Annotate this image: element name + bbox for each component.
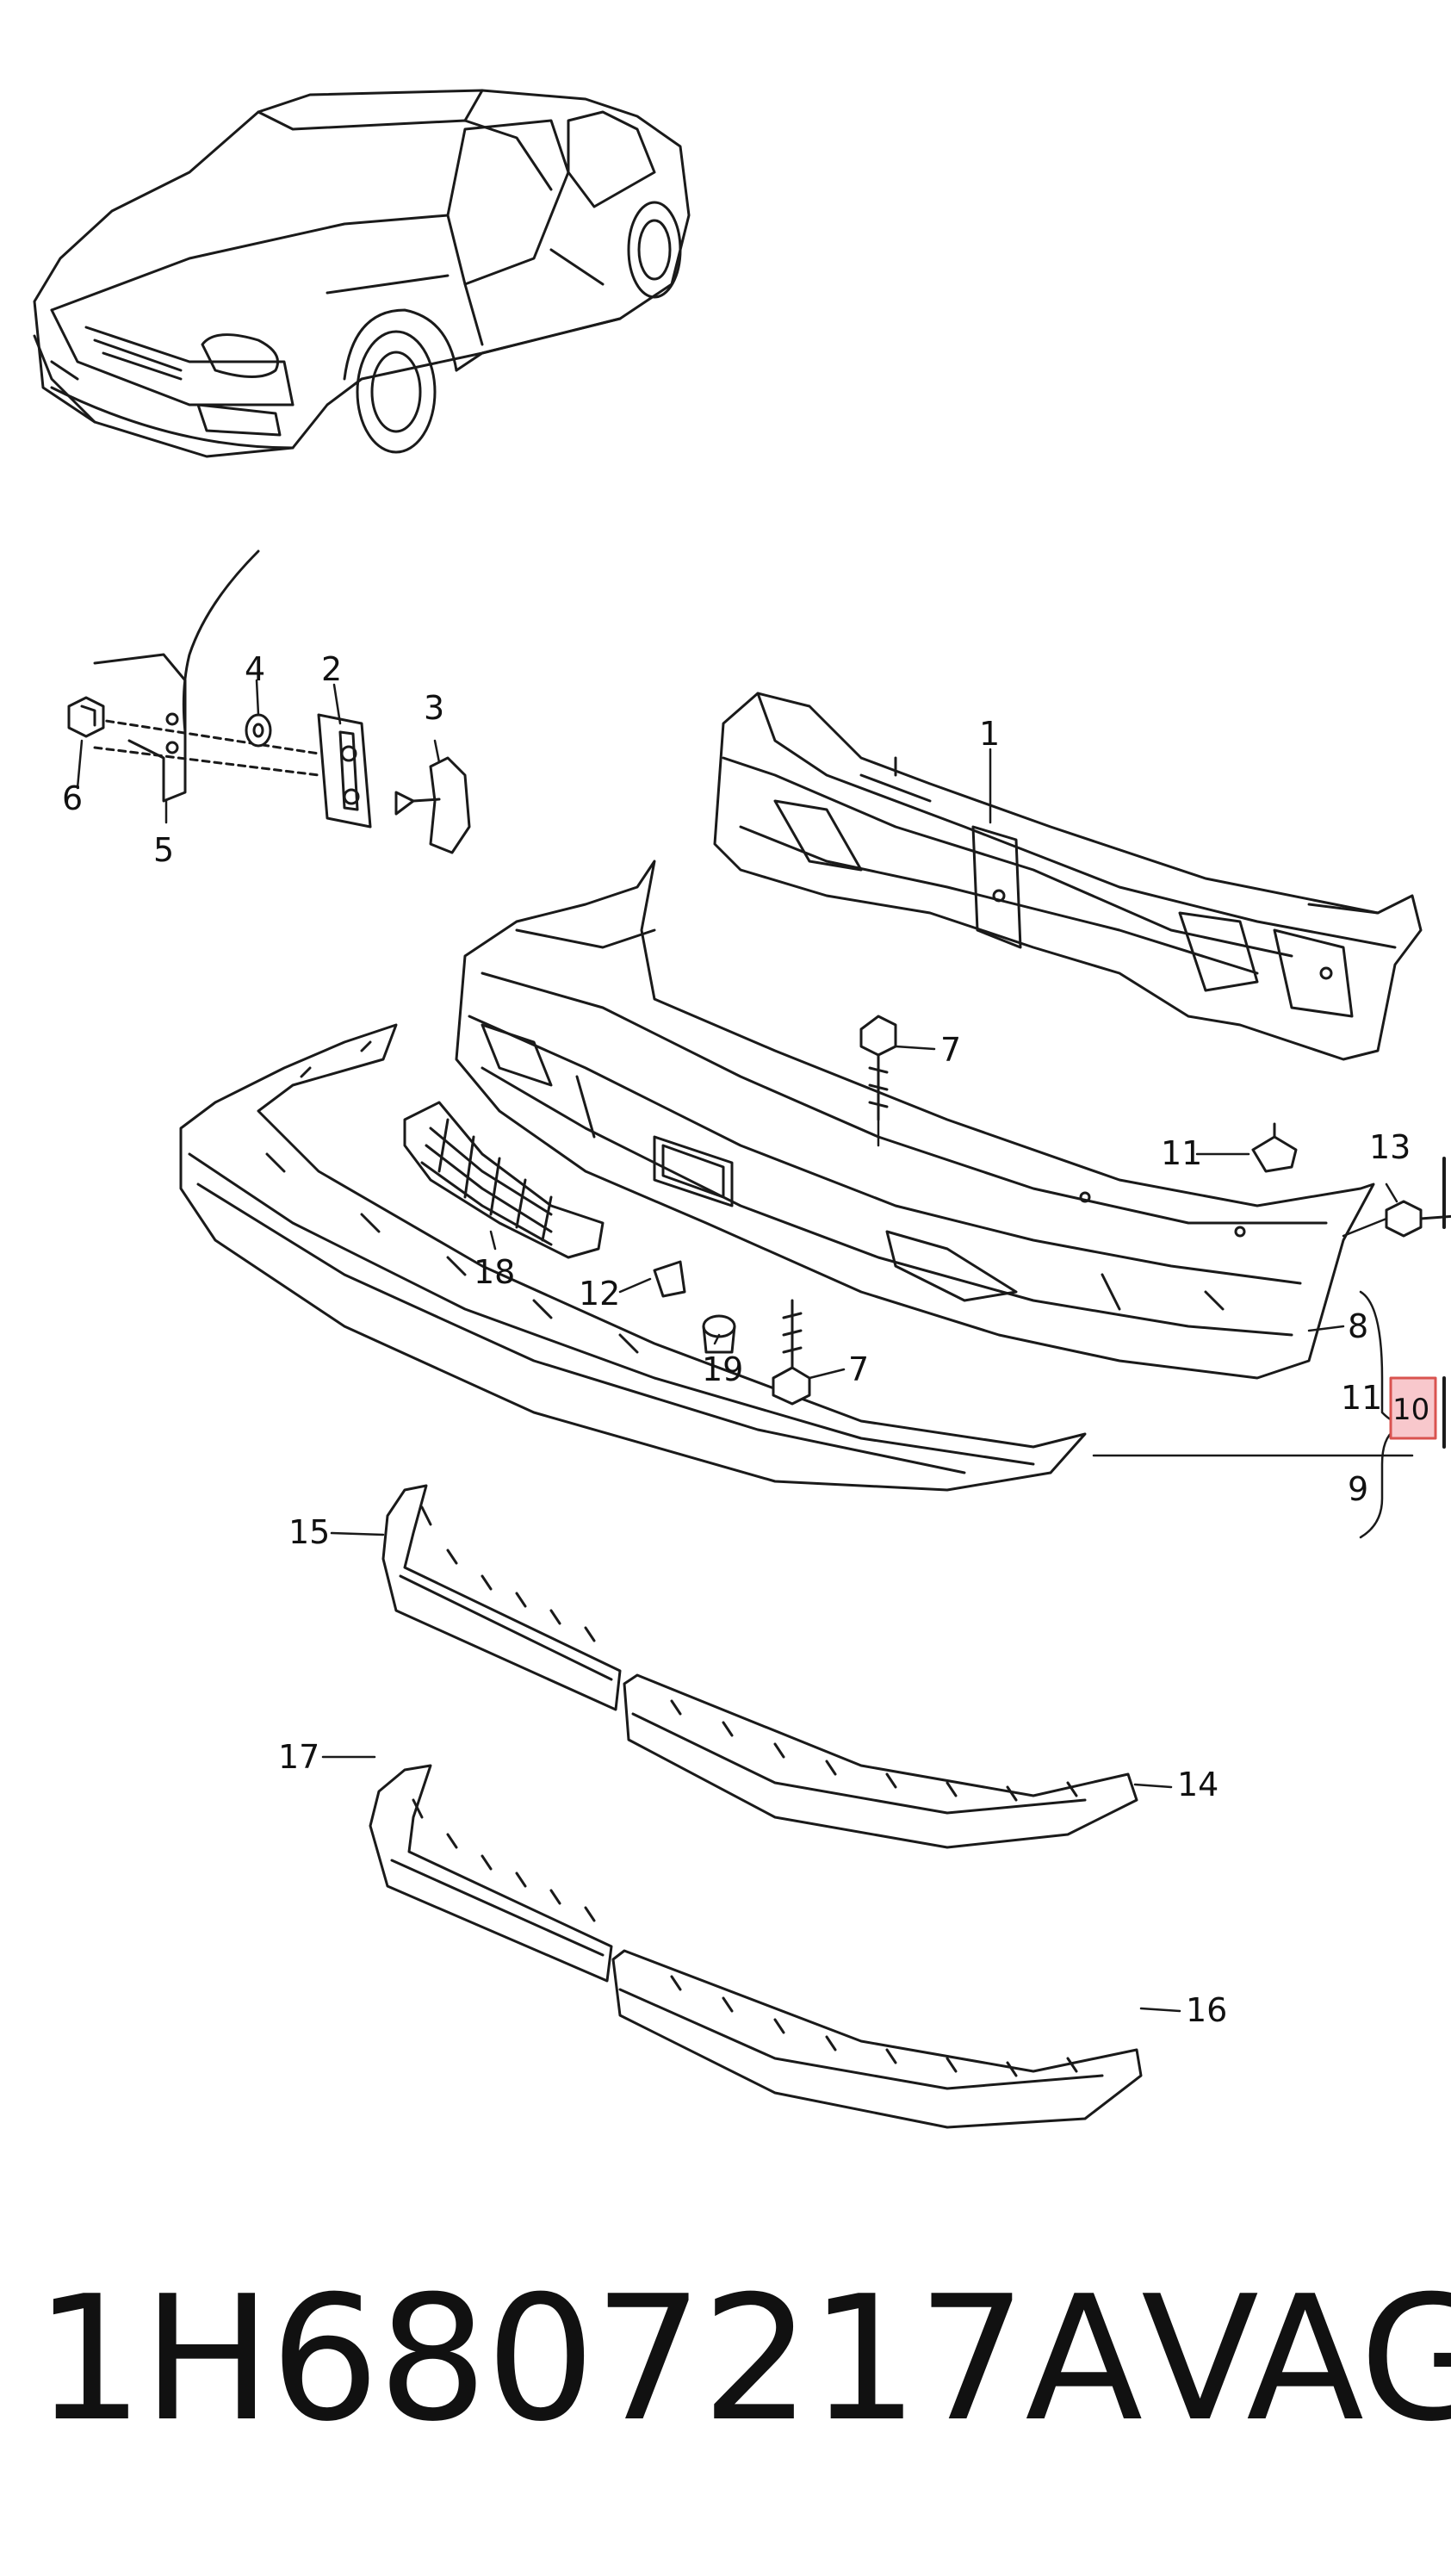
callout-7-top: 7 [940,1031,961,1069]
callout-4: 4 [245,650,265,688]
brand-label: VAG [1141,2259,1451,2460]
callout-16: 16 [1186,1991,1227,2029]
trim-strips-upper-drawing [381,1484,1138,1849]
fasteners-drawing [653,1015,1451,1406]
leader-lines [76,679,1414,2013]
callout-3: 3 [424,689,444,727]
car-overview-drawing [33,89,691,458]
part-number-label: 1H6807217A [34,2259,1143,2460]
grille-drawing [403,1101,605,1259]
callout-2: 2 [321,650,342,688]
bumper-cover-drawing [455,860,1375,1380]
callout-8: 8 [1348,1307,1368,1345]
trim-strips-lower-drawing [369,1764,1143,2129]
callout-13: 13 [1369,1128,1411,1166]
bracket-assembly-drawing [67,549,471,854]
callout-6: 6 [62,779,83,817]
callout-18: 18 [474,1253,515,1291]
callout-19: 19 [702,1350,743,1388]
callout-15: 15 [288,1513,330,1551]
callout-5: 5 [153,831,174,869]
callout-11-upper: 11 [1161,1134,1202,1172]
caption-bar: 1H6807217A VAG [34,2256,1451,2463]
callout-17: 17 [278,1738,319,1776]
callout-9: 9 [1348,1470,1368,1508]
callout-12: 12 [579,1275,620,1313]
callout-1: 1 [979,715,1000,753]
callout-10: 10 [1392,1393,1429,1427]
callout-11-lower: 11 [1341,1379,1382,1417]
impact-carrier-drawing [713,692,1423,1061]
spoiler-lip-drawing [179,1023,1087,1492]
highlight-box-part-10 [1389,1376,1437,1440]
callout-7-bottom: 7 [848,1350,869,1388]
callout-14: 14 [1177,1766,1218,1803]
